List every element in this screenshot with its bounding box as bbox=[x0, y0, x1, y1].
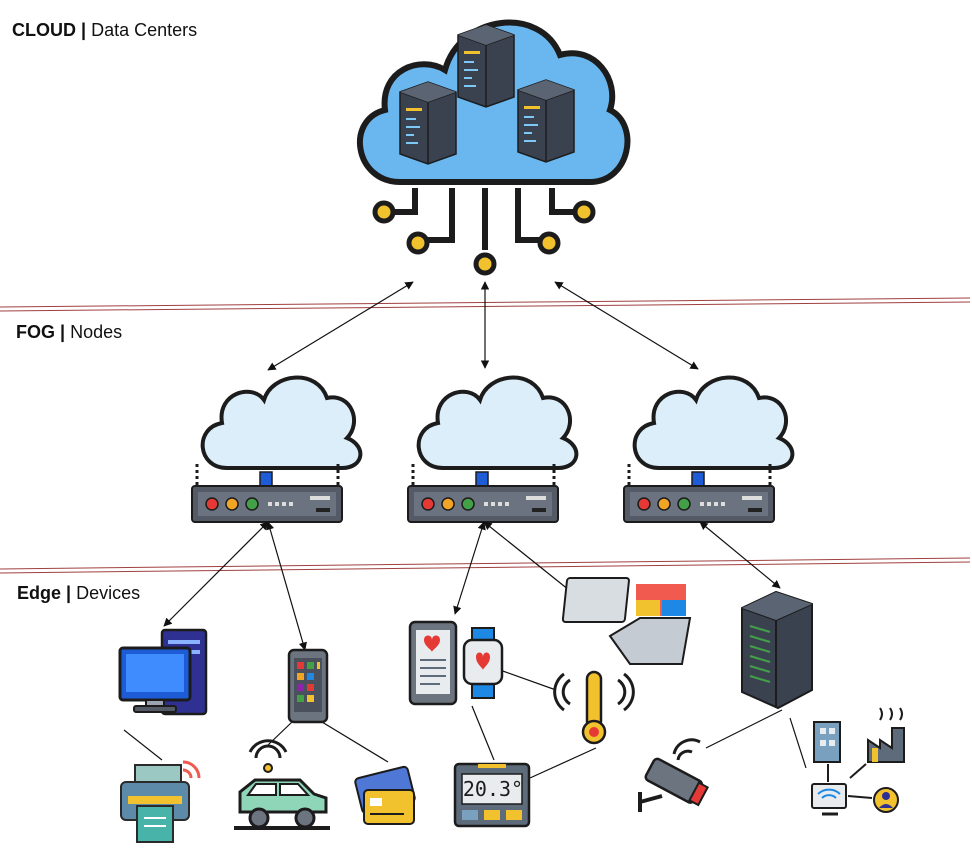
edge-layer-separator: | bbox=[66, 583, 72, 603]
fog-layer-separator: | bbox=[60, 322, 66, 342]
router-icon bbox=[191, 485, 343, 523]
smartphone-icon bbox=[287, 648, 329, 724]
cloud-layer-subtitle: Data Centers bbox=[91, 20, 198, 40]
fog-layer-label: FOG | Nodes bbox=[16, 322, 122, 343]
edge-layer-subtitle: Devices bbox=[76, 583, 141, 603]
fog-node-icon bbox=[407, 375, 579, 523]
router-icon bbox=[623, 485, 775, 523]
device-links bbox=[123, 669, 807, 779]
smartwatch-icon bbox=[462, 627, 504, 699]
cloud-layer-label: CLOUD | Data Centers bbox=[12, 20, 197, 41]
edge-layer-title: Edge bbox=[17, 583, 62, 603]
fog-layer-subtitle: Nodes bbox=[70, 322, 123, 342]
thermostat-reading: 20.3° bbox=[462, 777, 524, 801]
fog-node-icon bbox=[623, 375, 795, 523]
cloud-layer-title: CLOUD bbox=[12, 20, 76, 40]
data-center-cloud-icon bbox=[357, 19, 631, 276]
connection-arrows bbox=[163, 281, 781, 651]
laptop-icon bbox=[561, 577, 692, 665]
credit-card-icon bbox=[354, 765, 416, 825]
edge-layer-label: Edge | Devices bbox=[17, 583, 140, 604]
health-tablet-icon bbox=[408, 620, 458, 706]
fog-node-icon bbox=[191, 375, 363, 523]
thermometer-icon bbox=[553, 670, 635, 745]
printer-icon bbox=[120, 760, 201, 843]
fog-layer-title: FOG bbox=[16, 322, 55, 342]
smart-factory-icon bbox=[811, 707, 905, 816]
connected-car-icon bbox=[234, 739, 330, 830]
edge-server-icon bbox=[741, 590, 813, 710]
thermostat-icon bbox=[453, 762, 531, 828]
desktop-computer-icon bbox=[118, 628, 208, 716]
cloud-layer-separator: | bbox=[81, 20, 87, 40]
router-icon bbox=[407, 485, 559, 523]
security-camera-icon bbox=[638, 738, 710, 812]
